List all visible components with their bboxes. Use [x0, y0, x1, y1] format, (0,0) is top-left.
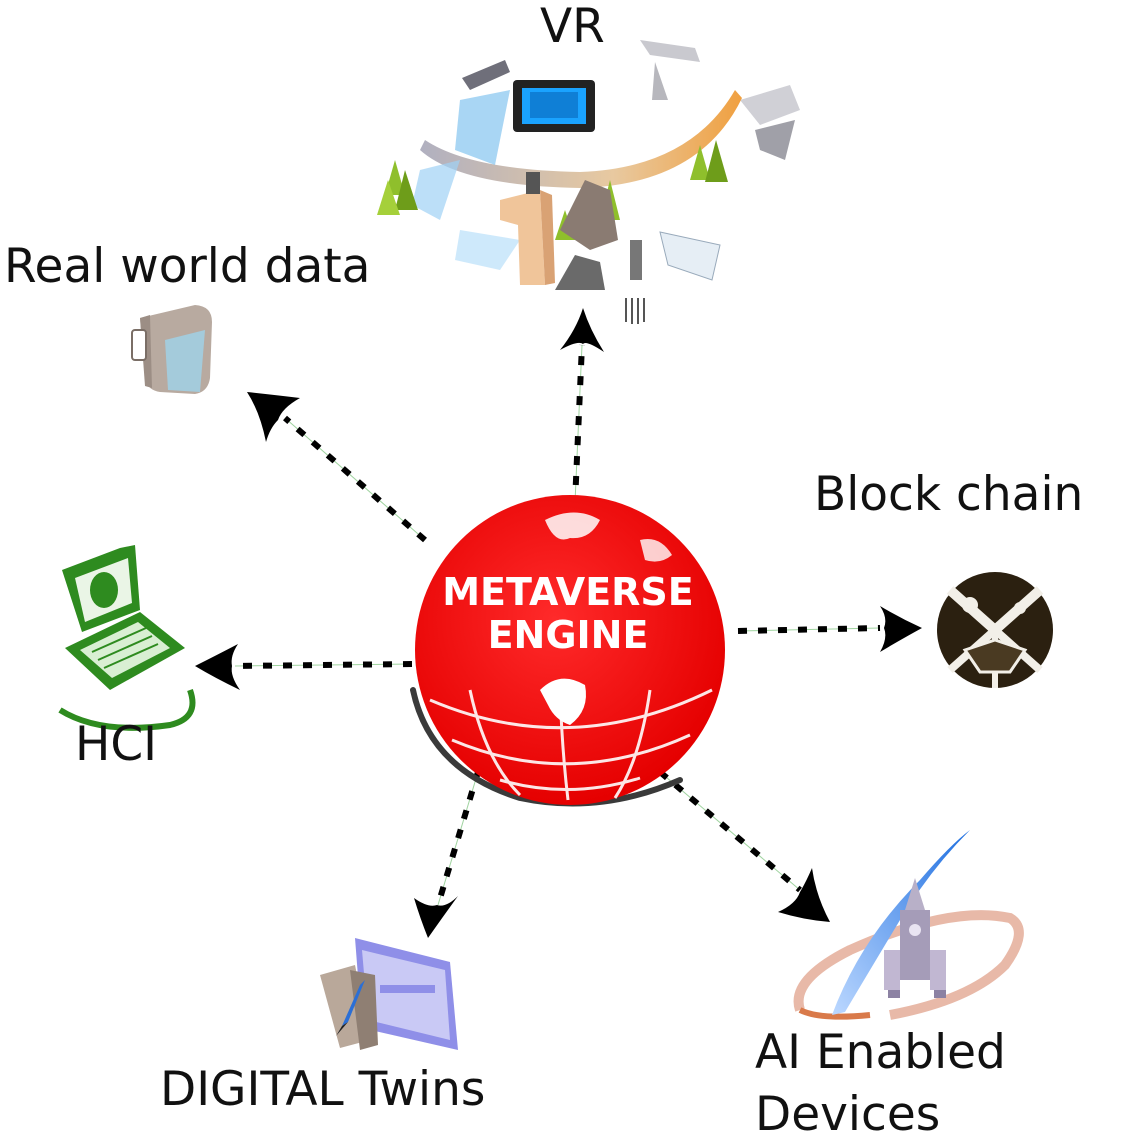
arrows: [195, 308, 922, 938]
globe-body: [415, 495, 725, 805]
arrow-to-real-world-data: [247, 392, 427, 543]
globe-grid: [429, 688, 713, 801]
ai-devices-label-line2: Devices: [755, 1087, 941, 1142]
arrow-to-vr: [560, 308, 604, 526]
arrow-to-ai-devices: [658, 769, 830, 922]
rocket-icon: [793, 830, 1024, 1020]
globe-shadow-arc: [410, 687, 683, 807]
center-title-line1: METAVERSE: [442, 570, 694, 614]
real-world-data-label: Real world data: [4, 239, 371, 294]
hci-label: HCI: [75, 717, 158, 772]
laptop-icon: [58, 545, 196, 731]
continent-shape: [545, 512, 600, 540]
blockchain-icon: [937, 572, 1053, 688]
vr-label: VR: [540, 0, 605, 54]
arrow-to-block-chain: [737, 606, 922, 652]
continent-shape: [640, 539, 672, 562]
arrow-to-digital-twins: [414, 771, 481, 938]
ai-devices-label-line1: AI Enabled: [755, 1025, 1006, 1080]
data-device-icon: [131, 305, 212, 394]
vr-monitor: [513, 80, 595, 132]
continent-shape: [540, 678, 586, 725]
digital-twins-label: DIGITAL Twins: [160, 1062, 486, 1117]
block-chain-label: Block chain: [814, 467, 1084, 522]
vr-world-icon: [377, 40, 800, 324]
arrow-to-hci: [195, 644, 413, 690]
window-pen-icon: [320, 938, 458, 1050]
metaverse-engine-globe: METAVERSE ENGINE: [410, 495, 725, 807]
center-title-line2: ENGINE: [488, 613, 649, 657]
